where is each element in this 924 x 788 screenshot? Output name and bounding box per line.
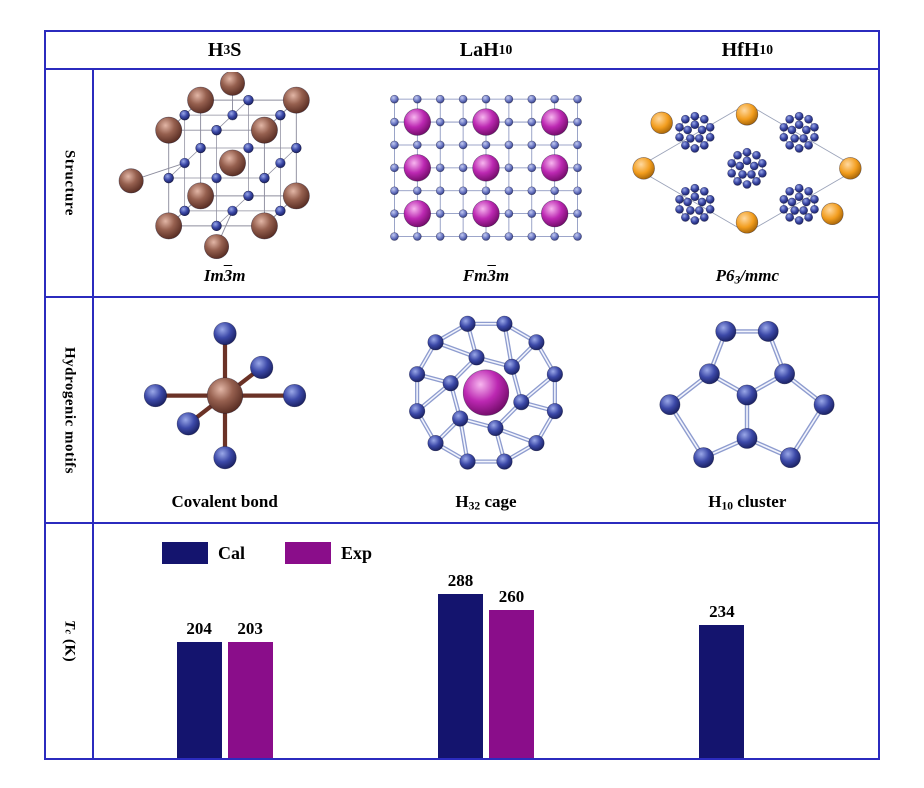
chart-legend: Cal Exp (162, 542, 372, 564)
h10-cluster-motif-figure (659, 320, 835, 468)
bar-value-cal-hfh10: 234 (709, 601, 735, 621)
bar-exp-lah10 (489, 609, 534, 758)
header-text: H (207, 38, 224, 61)
legend-swatch-exp (285, 542, 331, 564)
structure-row: Structure Im3m Fm3m P63/mmc (46, 70, 878, 298)
header-text: HfH (721, 38, 760, 61)
lah10-crystal-structure-figure (390, 95, 582, 242)
bar-exp-h3s (227, 642, 273, 758)
bar-cal-hfh10 (699, 624, 745, 758)
structure-cell-lah10: Fm3m (355, 70, 616, 296)
legend-label-cal: Cal (218, 542, 245, 563)
structure-cell-hfh10: P63/mmc (617, 70, 878, 296)
legend-item-cal: Cal (162, 542, 245, 564)
row-label-tc: Tc (K) (46, 524, 94, 758)
motif-cell-h32-cage: H32 cage (355, 298, 616, 522)
row-label-motifs: Hydrogenic motifs (46, 298, 94, 522)
structure-cell-h3s: Im3m (94, 70, 355, 296)
motifs-row: Hydrogenic motifs Covalent bond H32 cage… (46, 298, 878, 524)
header-text: LaH (459, 38, 499, 61)
space-group-label-lah10: Fm3m (462, 266, 510, 286)
bar-cal-lah10 (438, 593, 483, 758)
space-group-label-h3s: Im3m (203, 266, 246, 286)
bar-group-lah10: 288 260 (438, 571, 534, 758)
hfh10-crystal-structure-figure (632, 103, 862, 234)
legend-item-exp: Exp (285, 542, 372, 564)
motif-label-covalent-bond: Covalent bond (171, 492, 278, 512)
row-label-structure: Structure (46, 70, 94, 296)
legend-label-exp: Exp (341, 542, 373, 563)
h32-cage-motif-figure (409, 315, 563, 470)
motif-label-h32-cage: H32 cage (455, 492, 517, 513)
tc-row: Tc (K) Cal Exp 204 203 288 260 234 (46, 524, 878, 758)
header-spacer (46, 32, 94, 68)
bar-cal-h3s (176, 641, 222, 758)
motif-cell-covalent-bond: Covalent bond (94, 298, 355, 522)
covalent-bond-motif-figure (143, 321, 306, 469)
motif-cell-h10-cluster: H10 cluster (617, 298, 878, 522)
legend-swatch-cal (162, 542, 208, 564)
motif-label-h10-cluster: H10 cluster (708, 492, 787, 513)
bar-group-hfh10: 234 (699, 602, 795, 758)
space-group-label-hfh10: P63/mmc (715, 266, 780, 287)
tc-chart: Cal Exp 204 203 288 260 234 (94, 524, 878, 758)
bar-value-exp-lah10: 260 (498, 586, 525, 606)
h3s-crystal-structure-figure (118, 72, 310, 260)
bar-value-cal-h3s: 204 (186, 618, 212, 638)
bar-value-exp-h3s: 203 (237, 619, 263, 639)
bar-value-cal-lah10: 288 (447, 570, 474, 590)
bar-group-h3s: 204 203 (176, 618, 273, 758)
